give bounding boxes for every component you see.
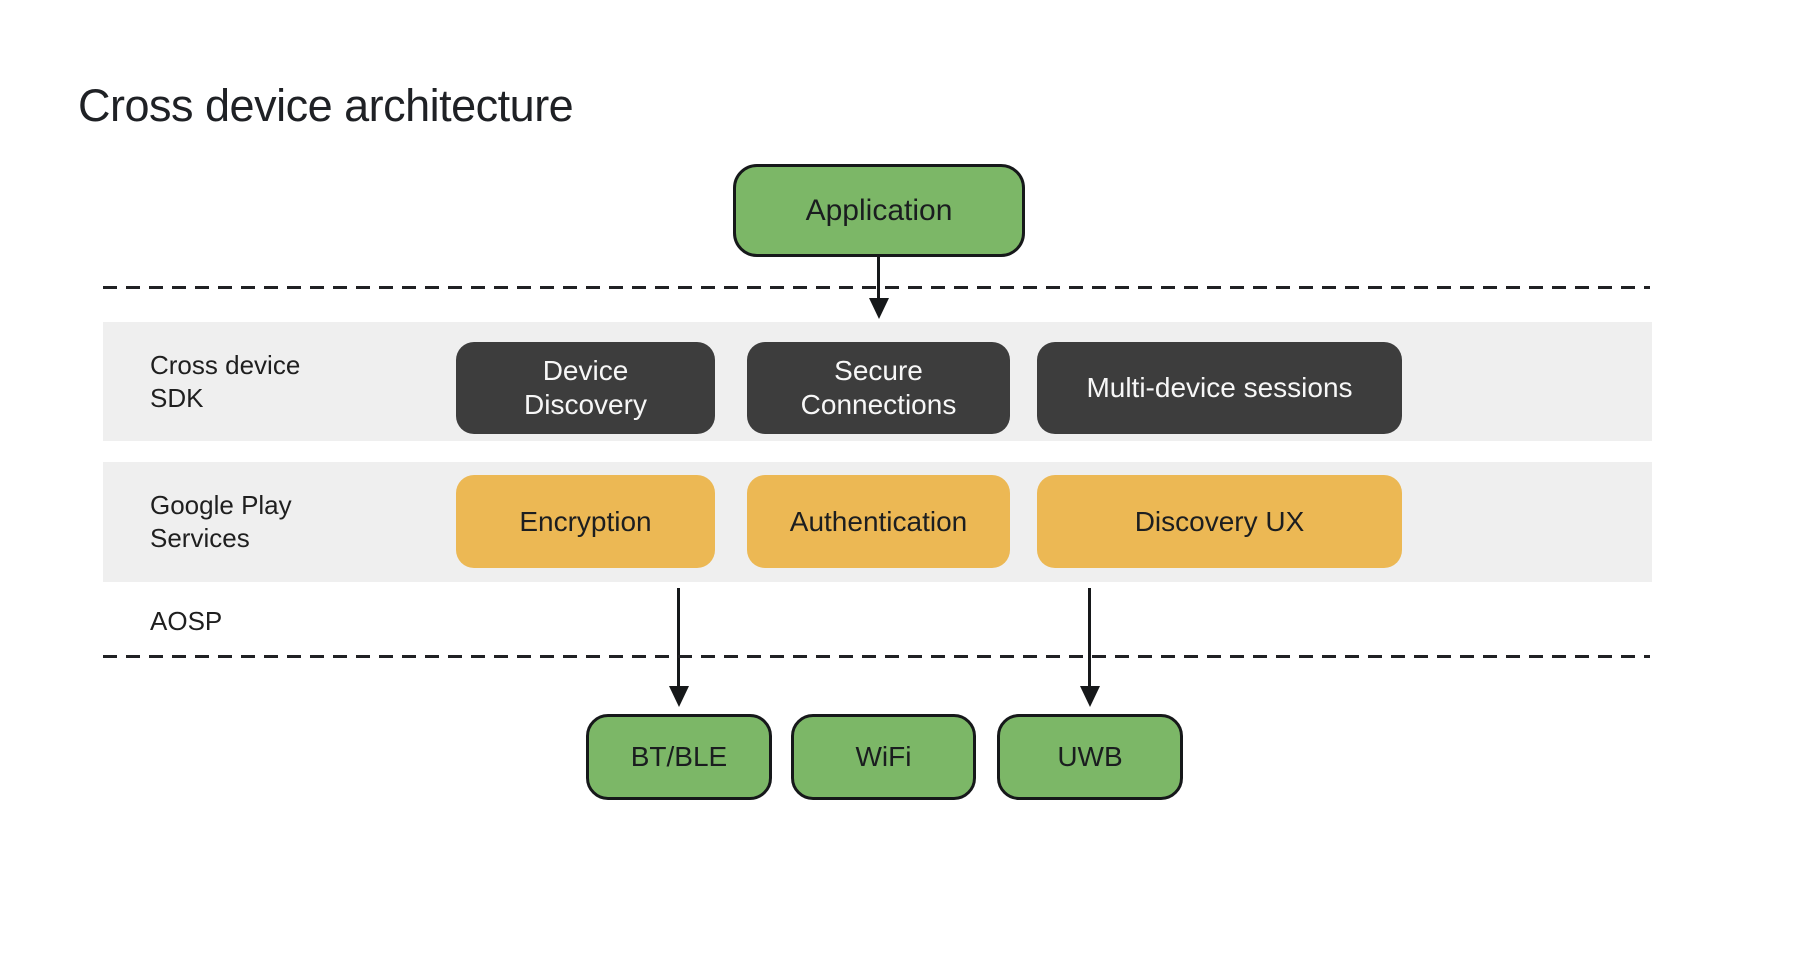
band-google-play-services: Google Play Services Encryption Authenti… bbox=[103, 462, 1652, 582]
arrow-application-to-sdk-head-icon bbox=[869, 298, 889, 319]
btble-node: BT/BLE bbox=[586, 714, 772, 800]
encryption-node: Encryption bbox=[456, 475, 715, 568]
encryption-label: Encryption bbox=[519, 505, 652, 537]
uwb-node: UWB bbox=[997, 714, 1183, 800]
diagram-title: Cross device architecture bbox=[78, 80, 574, 131]
band-label-google-play-services: Google Play Services bbox=[150, 490, 292, 553]
btble-label: BT/BLE bbox=[630, 741, 728, 772]
wifi-label: WiFi bbox=[855, 741, 912, 772]
discovery-ux-node: Discovery UX bbox=[1037, 475, 1402, 568]
authentication-label: Authentication bbox=[789, 505, 968, 537]
application-node: Application bbox=[733, 164, 1025, 257]
separator-dashed-upper bbox=[103, 286, 1650, 289]
secure-connections-node: Secure Connections bbox=[747, 342, 1010, 434]
uwb-label: UWB bbox=[1057, 741, 1123, 772]
wifi-node: WiFi bbox=[791, 714, 976, 800]
band-cross-device-sdk: Cross device SDK Device Discovery Secure… bbox=[103, 322, 1652, 441]
application-node-label: Application bbox=[805, 193, 953, 227]
authentication-node: Authentication bbox=[747, 475, 1010, 568]
secure-connections-label: Secure Connections bbox=[800, 355, 957, 420]
multi-device-sessions-label: Multi-device sessions bbox=[1086, 372, 1353, 403]
arrow-to-uwb-head-icon bbox=[1080, 686, 1100, 707]
arrow-application-to-sdk-line bbox=[877, 257, 880, 300]
discovery-ux-label: Discovery UX bbox=[1134, 505, 1305, 537]
arrow-to-uwb-line bbox=[1088, 588, 1091, 688]
arrow-to-btble-head-icon bbox=[669, 686, 689, 707]
multi-device-sessions-node: Multi-device sessions bbox=[1037, 342, 1402, 434]
device-discovery-node: Device Discovery bbox=[456, 342, 715, 434]
band-label-cross-device-sdk: Cross device SDK bbox=[150, 349, 301, 413]
aosp-label: AOSP bbox=[150, 606, 223, 636]
separator-dashed-lower bbox=[103, 655, 1650, 658]
device-discovery-label: Device Discovery bbox=[524, 355, 647, 420]
arrow-to-btble-line bbox=[677, 588, 680, 688]
